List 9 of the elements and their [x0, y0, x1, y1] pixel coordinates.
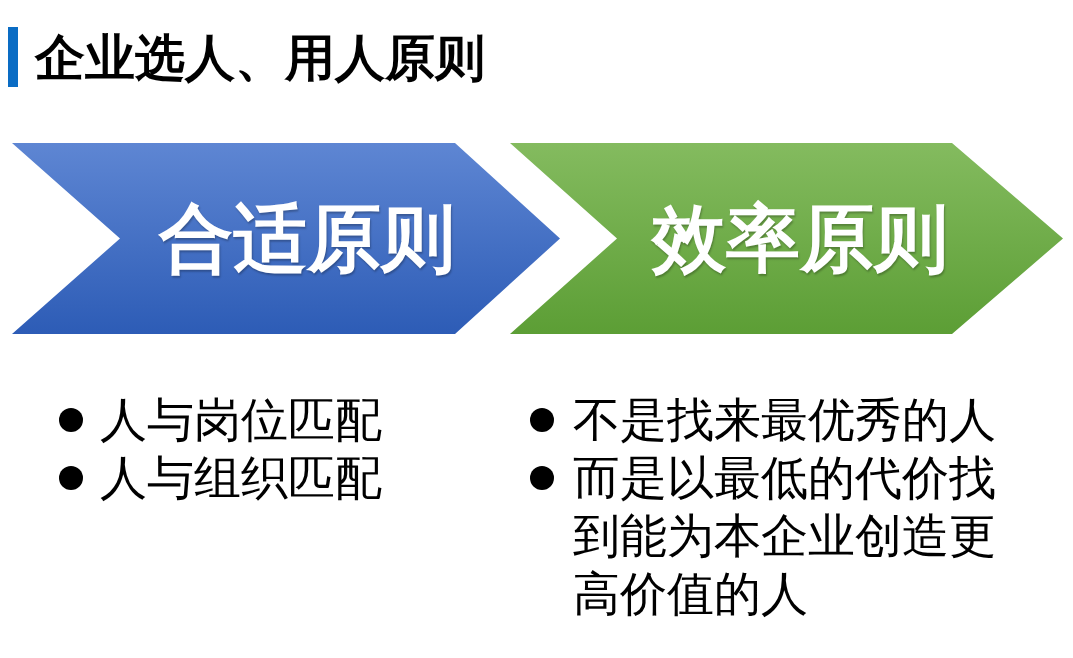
chevron-arrow — [510, 143, 1063, 334]
bullet-text: 不是找来最优秀的人 — [573, 392, 997, 448]
chevron-label: 效率原则 — [652, 197, 948, 280]
bullet-text: 人与组织匹配 — [100, 450, 383, 506]
bullet-text: 人与岗位匹配 — [100, 392, 383, 448]
chevron-arrow — [12, 143, 560, 334]
chevron-label: 合适原则 — [159, 197, 455, 280]
bullet-text: 而是以最低的代价找到能为本企业创造更高价值的人 — [573, 450, 997, 622]
page-title: 企业选人、用人原则 — [35, 29, 485, 88]
